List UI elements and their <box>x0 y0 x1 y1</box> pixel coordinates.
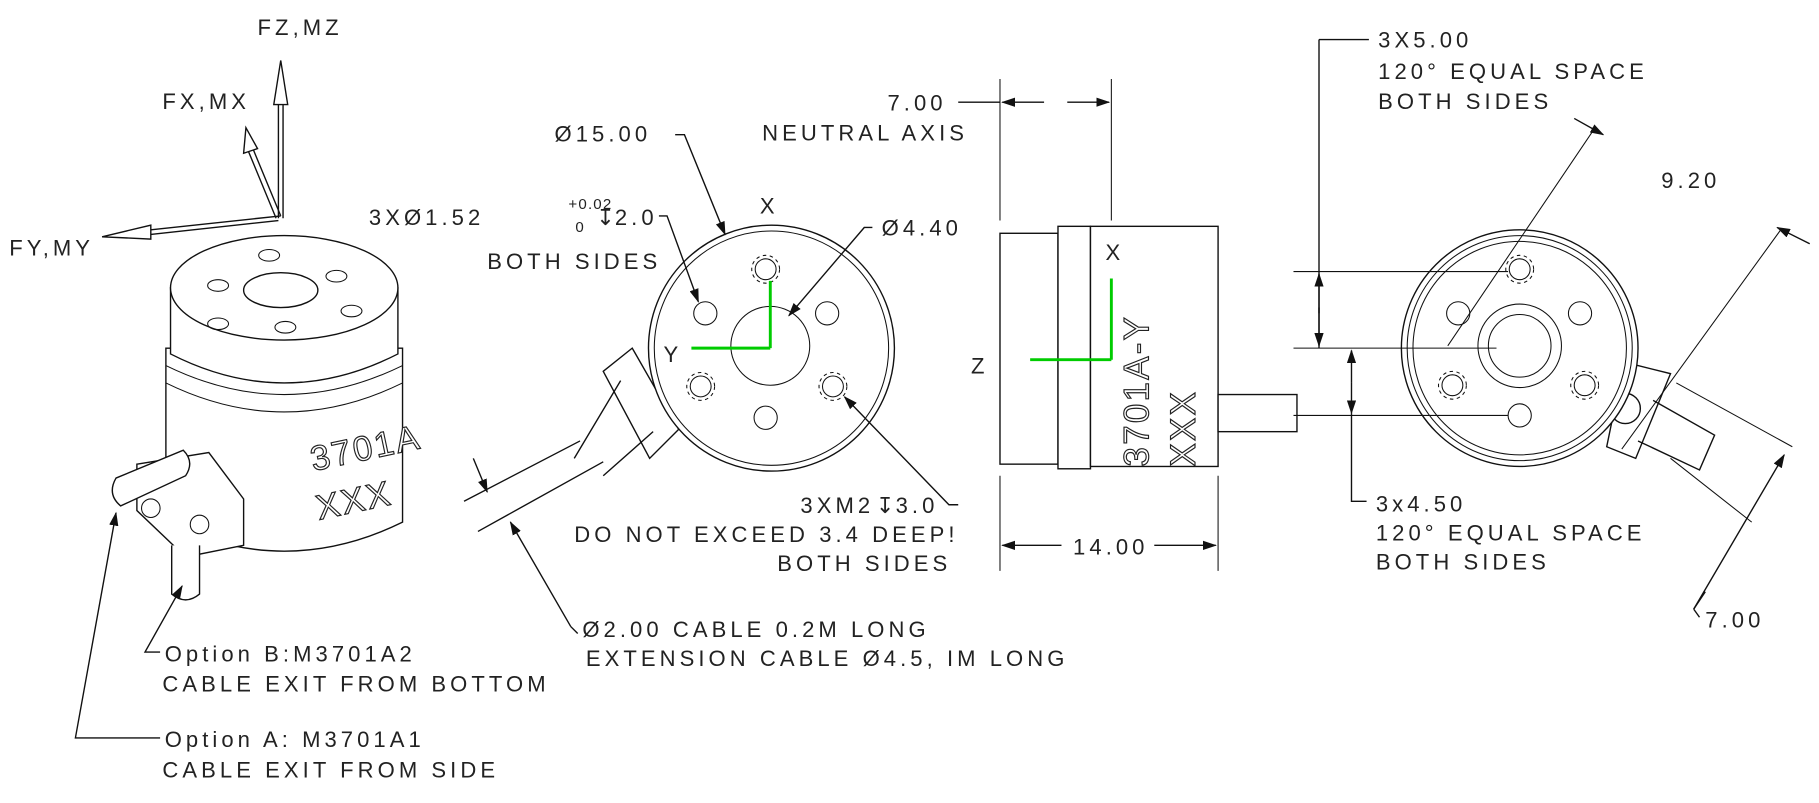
fy-label: FY,MY <box>9 235 94 260</box>
isometric-sensor-view: 3701A XXX <box>111 234 425 601</box>
cable-spec-line1: Ø2.00 CABLE 0.2M LONG <box>582 617 929 642</box>
bottom-spacing-angle: 120° EQUAL SPACE <box>1376 521 1646 546</box>
side-axis-x-label: X <box>1106 240 1125 265</box>
option-b-title: Option B:M3701A2 <box>165 641 416 666</box>
fx-label: FX,MX <box>162 89 250 114</box>
tapped-depth-symbol-icon: ↧ <box>876 493 899 518</box>
front-axis-y-label: Y <box>664 342 683 367</box>
front-axis-x-label: X <box>760 194 779 219</box>
thru-hole-note: BOTH SIDES <box>487 249 661 274</box>
thru-hole-callout: 3XØ1.52 <box>369 205 484 230</box>
tapped-hole-note: BOTH SIDES <box>777 551 951 576</box>
bottom-spacing-note: BOTH SIDES <box>1376 550 1550 575</box>
side-axis-icon <box>1030 278 1113 362</box>
thru-hole-depth: 2.0 <box>615 205 658 230</box>
front-view: X Y Ø15.00 3XØ1.52 +0.02 0 ↧ 2.0 BOTH SI… <box>369 122 1069 671</box>
depth-symbol-icon: ↧ <box>596 205 619 230</box>
fz-arrow-icon <box>272 60 289 106</box>
center-bore-dim: Ø4.40 <box>882 216 962 241</box>
neutral-axis-dim: 7.00 <box>887 90 946 115</box>
fz-label: FZ,MZ <box>258 15 343 40</box>
top-spacing-note: BOTH SIDES <box>1378 89 1552 114</box>
thru-hole-tol-minus: 0 <box>575 219 585 236</box>
tapped-hole-callout: 3XM2 <box>800 493 874 518</box>
top-spacing-angle: 120° EQUAL SPACE <box>1378 59 1648 84</box>
option-a-desc: CABLE EXIT FROM SIDE <box>162 757 499 782</box>
neutral-axis-label: NEUTRAL AXIS <box>762 120 968 145</box>
side-serial-engraving: XXX <box>1164 390 1203 467</box>
cable-dim: 7.00 <box>1705 608 1764 633</box>
width-dim: 9.20 <box>1661 168 1720 193</box>
tapped-hole-warning: DO NOT EXCEED 3.4 DEEP! <box>574 522 958 547</box>
option-b-desc: CABLE EXIT FROM BOTTOM <box>162 672 549 697</box>
fy-arrow-icon <box>101 224 152 240</box>
bottom-spacing-dim: 3x4.50 <box>1376 492 1467 517</box>
thru-hole-tol-plus: +0.02 <box>568 196 612 213</box>
tapped-hole-depth: 3.0 <box>896 493 939 518</box>
side-view: X Z 3701A-Y XXX 7.00 NEUTRAL AXIS 14.00 <box>762 78 1298 571</box>
side-axis-z-label: Z <box>971 354 989 379</box>
top-spacing-dim: 3X5.00 <box>1378 28 1472 53</box>
side-model-engraving: 3701A-Y <box>1117 315 1156 467</box>
length-dim: 14.00 <box>1073 535 1148 560</box>
force-axis-triad: FZ,MZ FX,MX FY,MY <box>9 15 343 260</box>
front-axis-icon <box>691 280 772 350</box>
option-callouts: Option B:M3701A2 CABLE EXIT FROM BOTTOM … <box>74 511 549 782</box>
option-a-title: Option A: M3701A1 <box>165 727 425 752</box>
cable-spec-line2: EXTENSION CABLE Ø4.5, IM LONG <box>586 646 1069 671</box>
outer-diameter-dim: Ø15.00 <box>555 122 652 147</box>
fx-arrow-icon <box>242 125 259 155</box>
back-view: 3X5.00 120° EQUAL SPACE BOTH SIDES 3x4.5… <box>1293 28 1811 633</box>
